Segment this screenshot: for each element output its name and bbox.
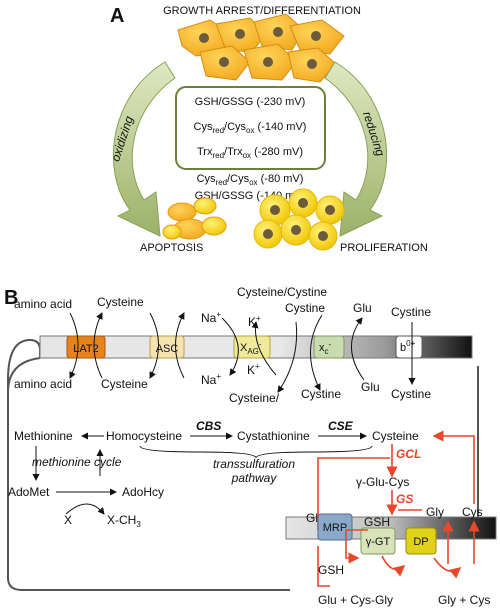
amino-acid-out: amino acid <box>14 297 72 311</box>
cystathionine: Cystathionine <box>237 429 310 443</box>
gcl-enzyme: GCL <box>396 447 421 461</box>
cysteine-slash-in: Cysteine/ <box>229 391 280 405</box>
svg-text:xc-: xc- <box>319 340 332 356</box>
redox-box-line-2: Trxred/Trxox (-280 mV) <box>197 146 303 160</box>
panel-a-label: A <box>110 5 124 27</box>
x-ch3: X-CH3 <box>107 513 141 529</box>
na-in: Na+ <box>201 372 221 387</box>
redox-box-line-0: GSH/GSSG (-230 mV) <box>195 96 306 108</box>
na-out-charge: + <box>216 310 221 319</box>
gsh-synthesis-arrows <box>317 430 475 530</box>
pathway-arrows <box>32 432 373 515</box>
dp-enzyme: DP <box>405 527 437 555</box>
cse-enzyme: CSE <box>328 419 354 433</box>
mrp-transporter: MRP <box>317 513 353 541</box>
cystine-out: Cystine <box>285 301 325 315</box>
gs-enzyme: GS <box>396 492 413 506</box>
cys-cys-out: Cysteine/Cystine <box>237 285 327 299</box>
na-in-charge: + <box>216 372 221 381</box>
lat2-label: LAT2 <box>73 343 98 355</box>
redox-below-line-0: Cysred/Cysox (-80 mV) <box>197 173 304 187</box>
amino-acid-in: amino acid <box>14 377 72 391</box>
xc-sup: - <box>329 340 332 349</box>
k-in-top-text: K <box>248 315 256 329</box>
gamma-glutamyl-cycle-arrows <box>317 520 480 587</box>
xag-base: X <box>240 342 248 354</box>
xag-sub: AG <box>247 347 259 356</box>
glu-cysgly: Glu + Cys-Gly <box>318 593 393 607</box>
b0-sup: 0+ <box>406 339 415 348</box>
lat2-transporter: LAT2 <box>66 335 106 359</box>
gly-cys-out: Gly + Cys <box>438 593 490 607</box>
x-ch3-sub: 3 <box>136 520 141 529</box>
asc-transporter: ASC <box>149 335 185 359</box>
xag-transporter: XAG- <box>233 335 271 359</box>
adomet: AdoMet <box>8 485 50 499</box>
cell-outline <box>7 338 479 591</box>
x-ch3-text: X-CH <box>107 513 136 527</box>
gamma-glu-cys: γ-Glu-Cys <box>356 475 409 489</box>
x-substrate: X <box>64 513 72 527</box>
asc-label: ASC <box>156 343 179 355</box>
k-in-top-charge: + <box>256 314 261 323</box>
xc-base: x <box>319 342 325 354</box>
gsh-intracellular: GSH <box>364 515 390 529</box>
adohcy: AdoHcy <box>122 485 164 499</box>
na-out-text: Na <box>201 311 217 325</box>
oxidizing-arrow <box>112 61 176 237</box>
cystine-in: Cystine <box>301 387 341 401</box>
dp-label: DP <box>413 536 428 548</box>
cysteine-intracellular: Cysteine <box>372 429 419 443</box>
b0-transporter: b0+ <box>395 335 423 359</box>
below-lines: Cysred/Cysox (-80 mV)GSH/GSSG (-140 mV) <box>195 173 306 202</box>
apoptosis-label: APOPTOSIS <box>140 242 203 254</box>
proliferation-label: PROLIFERATION <box>340 242 428 254</box>
cysteine-out-asc: Cysteine <box>97 295 144 309</box>
box-lines: GSH/GSSG (-230 mV) Cysred/Cysox (-140 mV)… <box>194 96 307 160</box>
xag-sup: - <box>259 340 262 349</box>
k-in-top: K+ <box>248 314 261 329</box>
svg-text:XAG-: XAG- <box>240 340 262 356</box>
growth-arrest-label: GROWTH ARREST/DIFFERENTIATION <box>163 5 361 17</box>
proliferating-cells <box>253 188 345 251</box>
k-out-bottom-charge: + <box>255 362 260 371</box>
cbs-enzyme: CBS <box>196 419 221 433</box>
differentiated-cells <box>177 13 345 83</box>
ggt-enzyme: γ-GT <box>360 527 396 555</box>
glu-in: Glu <box>361 380 380 394</box>
cysteine-in-asc: Cysteine <box>101 377 148 391</box>
k-out-bottom-text: K <box>247 363 255 377</box>
gsh-extracellular: GSH <box>318 563 344 577</box>
transsulfuration-label: transsulfuration <box>213 457 295 471</box>
panel-b-label: B <box>4 287 18 309</box>
gly-intracellular: Gly <box>426 505 444 519</box>
glu-out: Glu <box>353 301 372 315</box>
ggt-label: γ-GT <box>366 536 391 548</box>
cystine-out-b0: Cystine <box>391 305 431 319</box>
na-in-text: Na <box>201 373 217 387</box>
b0-base: b <box>400 342 406 354</box>
apoptotic-cells <box>162 197 227 240</box>
redox-box-line-1: Cysred/Cysox (-140 mV) <box>194 121 307 135</box>
mrp-label: MRP <box>323 522 347 534</box>
na-out: Na+ <box>201 310 221 325</box>
k-out-bottom: K+ <box>247 362 260 377</box>
xc-transporter: xc- <box>313 335 345 359</box>
homocysteine: Homocysteine <box>106 429 182 443</box>
pathway-label: pathway <box>231 471 278 485</box>
transport-arcs <box>69 312 416 393</box>
cys-intracellular: Cys <box>462 505 483 519</box>
xc-sub: c <box>325 347 329 356</box>
redox-potential-box <box>175 86 326 170</box>
cystine-in-b0: Cystine <box>391 387 431 401</box>
methionine: Methionine <box>14 429 73 443</box>
svg-text:b0+: b0+ <box>400 339 416 354</box>
reducing-arrow <box>324 61 388 237</box>
methionine-cycle-label: methionine cycle <box>32 455 122 469</box>
